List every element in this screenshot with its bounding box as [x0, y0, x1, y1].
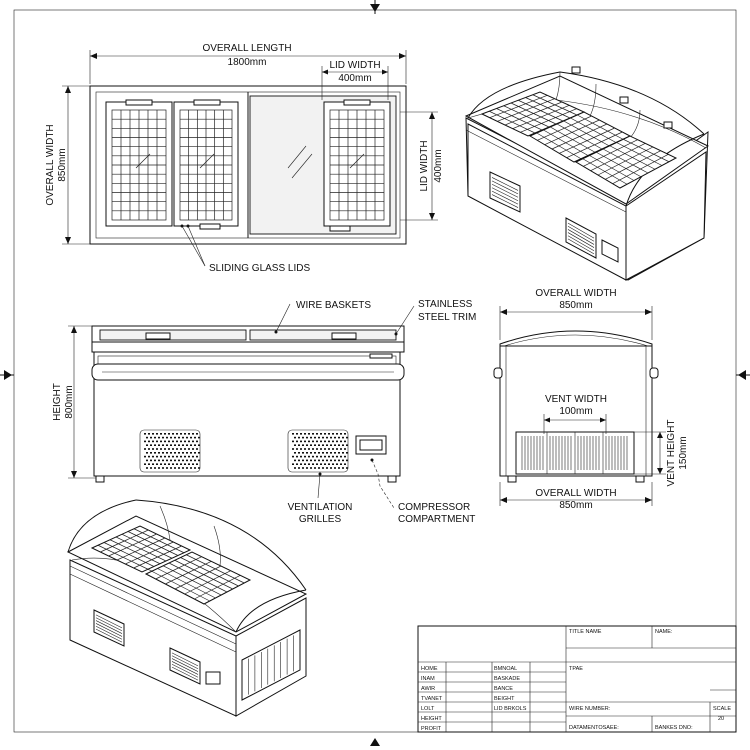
- tb-wire-number: WIRE NUMBER:: [569, 706, 611, 712]
- sliding-glass-lids-label: SLIDING GLASS LIDS: [209, 263, 310, 274]
- title-block: HOME INAM AWIR TVANET LOLT HEIGHT PROFIT BMNOA…: [417, 625, 737, 733]
- overall-width-v-value: 850mm: [57, 148, 68, 181]
- tb-row-left: HOME: [421, 666, 438, 672]
- tb-row-mid: BANCE: [494, 686, 513, 692]
- tb-datasheet: DATAMENTOSAEE:: [569, 725, 619, 731]
- compressor-label-1: COMPRESSOR: [398, 502, 470, 513]
- ventilation-label-2: GRILLES: [299, 514, 342, 525]
- tb-row-mid: LID BRKOLS: [494, 706, 527, 712]
- height-value: 800mm: [64, 385, 75, 418]
- side-width-top-label: OVERALL WIDTH: [535, 288, 616, 299]
- side-width-bottom-value: 850mm: [559, 500, 592, 511]
- title-block-frame: [417, 625, 737, 733]
- lid-width-v-label: LID WIDTH: [419, 140, 430, 191]
- top-view: [89, 85, 407, 245]
- tb-title-name: TITLE NAME: [569, 629, 602, 635]
- tb-row-left: TVANET: [421, 696, 443, 702]
- overall-width-v-dimension: OVERALL WIDTH 850mm: [45, 85, 90, 245]
- tb-scale-value: 20: [718, 716, 724, 722]
- vent-width-label: VENT WIDTH: [545, 394, 607, 405]
- tb-row-left: INAM: [421, 676, 435, 682]
- stainless-callout: STAINLESS STEEL TRIM: [394, 299, 476, 336]
- front-view: [91, 325, 405, 483]
- tb-name: NAME:: [655, 629, 673, 635]
- tb-banks: BANKES DNO:: [655, 725, 693, 731]
- iso-view-bottom-left: [66, 499, 308, 717]
- tb-tpae: TPAE: [569, 666, 583, 672]
- vent-height-dimension: VENT HEIGHT 150mm: [634, 419, 689, 487]
- vent-height-value: 150mm: [678, 436, 689, 469]
- tb-scale: SCALE: [713, 706, 731, 712]
- side-view: [493, 330, 659, 483]
- stainless-label-2: STEEL TRIM: [418, 312, 476, 323]
- sliding-glass-lids-callout: SLIDING GLASS LIDS: [180, 224, 310, 274]
- overall-length-value: 1800mm: [228, 57, 267, 68]
- tb-row-mid: BEIGHT: [494, 696, 515, 702]
- iso-view-top-right: [464, 66, 709, 281]
- compressor-callout: COMPRESSOR COMPARTMENT: [370, 458, 475, 525]
- vent-height-label: VENT HEIGHT: [666, 419, 677, 486]
- height-label: HEIGHT: [52, 383, 63, 421]
- vent-width-value: 100mm: [559, 406, 592, 417]
- side-width-bottom-dimension: OVERALL WIDTH 850mm: [499, 482, 653, 511]
- tb-row-left: AWIR: [421, 686, 435, 692]
- ventilation-callout: VENTILATION GRILLES: [288, 472, 353, 525]
- lid-width-label: LID WIDTH: [329, 60, 380, 71]
- ventilation-label-1: VENTILATION: [288, 502, 353, 513]
- lid-width-value: 400mm: [338, 73, 371, 84]
- lid-width-v-value: 400mm: [433, 149, 444, 182]
- wire-baskets-label: WIRE BASKETS: [296, 300, 371, 311]
- overall-length-label: OVERALL LENGTH: [202, 43, 291, 54]
- side-width-top-value: 850mm: [559, 300, 592, 311]
- tb-row-mid: BASKADE: [494, 676, 520, 682]
- lid-width-dimension: LID WIDTH 400mm: [321, 60, 389, 100]
- height-dimension: HEIGHT 800mm: [52, 325, 96, 479]
- tb-row-mid: BMNOAL: [494, 666, 517, 672]
- side-width-top-dimension: OVERALL WIDTH 850mm: [499, 288, 653, 340]
- tb-row-left: HEIGHT: [421, 716, 442, 722]
- overall-length-dimension: OVERALL LENGTH 1800mm: [89, 43, 407, 84]
- tb-row-left: PROFIT: [421, 726, 442, 732]
- vent-width-dimension: VENT WIDTH 100mm: [543, 394, 607, 434]
- overall-width-v-label: OVERALL WIDTH: [45, 124, 56, 205]
- tb-row-left: LOLT: [421, 706, 435, 712]
- wire-baskets-callout: WIRE BASKETS: [274, 300, 371, 334]
- side-width-bottom-label: OVERALL WIDTH: [535, 488, 616, 499]
- compressor-label-2: COMPARTMENT: [398, 514, 475, 525]
- stainless-label-1: STAINLESS: [418, 299, 473, 310]
- lid-width-v-dimension: LID WIDTH 400mm: [400, 111, 444, 221]
